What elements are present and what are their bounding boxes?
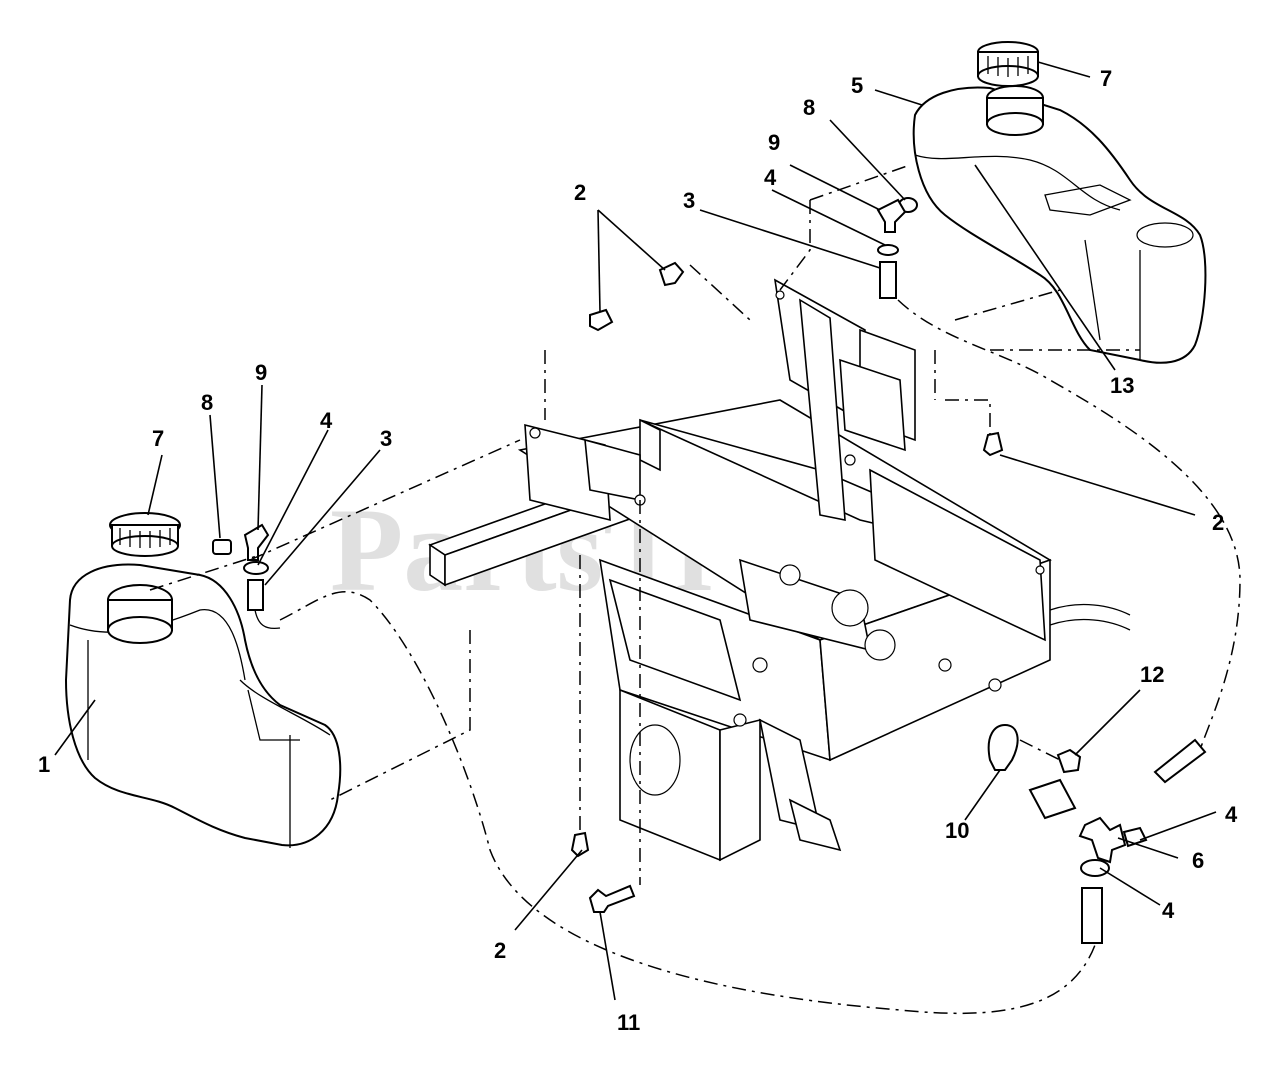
right-fuel-cap (977, 41, 1039, 87)
callout-7-right: 7 (1100, 66, 1112, 91)
callout-2-top: 2 (574, 180, 586, 205)
callout-1: 1 (38, 752, 50, 777)
callout-3-left: 3 (380, 426, 392, 451)
bolts (570, 261, 1004, 858)
callouts: 1 2 2 2 3 3 4 4 4 4 5 6 7 7 8 8 9 9 10 1… (38, 66, 1238, 1035)
callout-3-top: 3 (683, 188, 695, 213)
long-bolt (588, 884, 636, 913)
callout-5: 5 (851, 73, 863, 98)
callout-9-left: 9 (255, 360, 267, 385)
phantom-lines (149, 164, 1241, 1015)
callout-4-right-upper: 4 (1225, 802, 1238, 827)
callout-4-left: 4 (320, 408, 333, 433)
callout-4-top: 4 (764, 165, 777, 190)
callout-10: 10 (945, 818, 969, 843)
callout-2-right: 2 (1212, 510, 1224, 535)
callout-6: 6 (1192, 848, 1204, 873)
chassis-frame (428, 278, 1131, 862)
left-fuel-cap (109, 512, 181, 557)
left-fuel-tank (64, 563, 342, 848)
left-fittings (212, 523, 281, 630)
callout-12: 12 (1140, 662, 1164, 687)
callout-8-left: 8 (201, 390, 213, 415)
callout-4-right-lower: 4 (1162, 898, 1175, 923)
callout-8-top: 8 (803, 95, 815, 120)
right-fittings (876, 197, 918, 299)
callout-7-left: 7 (152, 426, 164, 451)
leader-lines (54, 61, 1217, 1001)
callout-9-top: 9 (768, 130, 780, 155)
fuel-line-parts (987, 723, 1207, 944)
callout-2-bottom: 2 (494, 938, 506, 963)
right-fuel-tank (912, 85, 1207, 364)
callout-13: 13 (1110, 373, 1134, 398)
callout-11: 11 (617, 1010, 640, 1035)
